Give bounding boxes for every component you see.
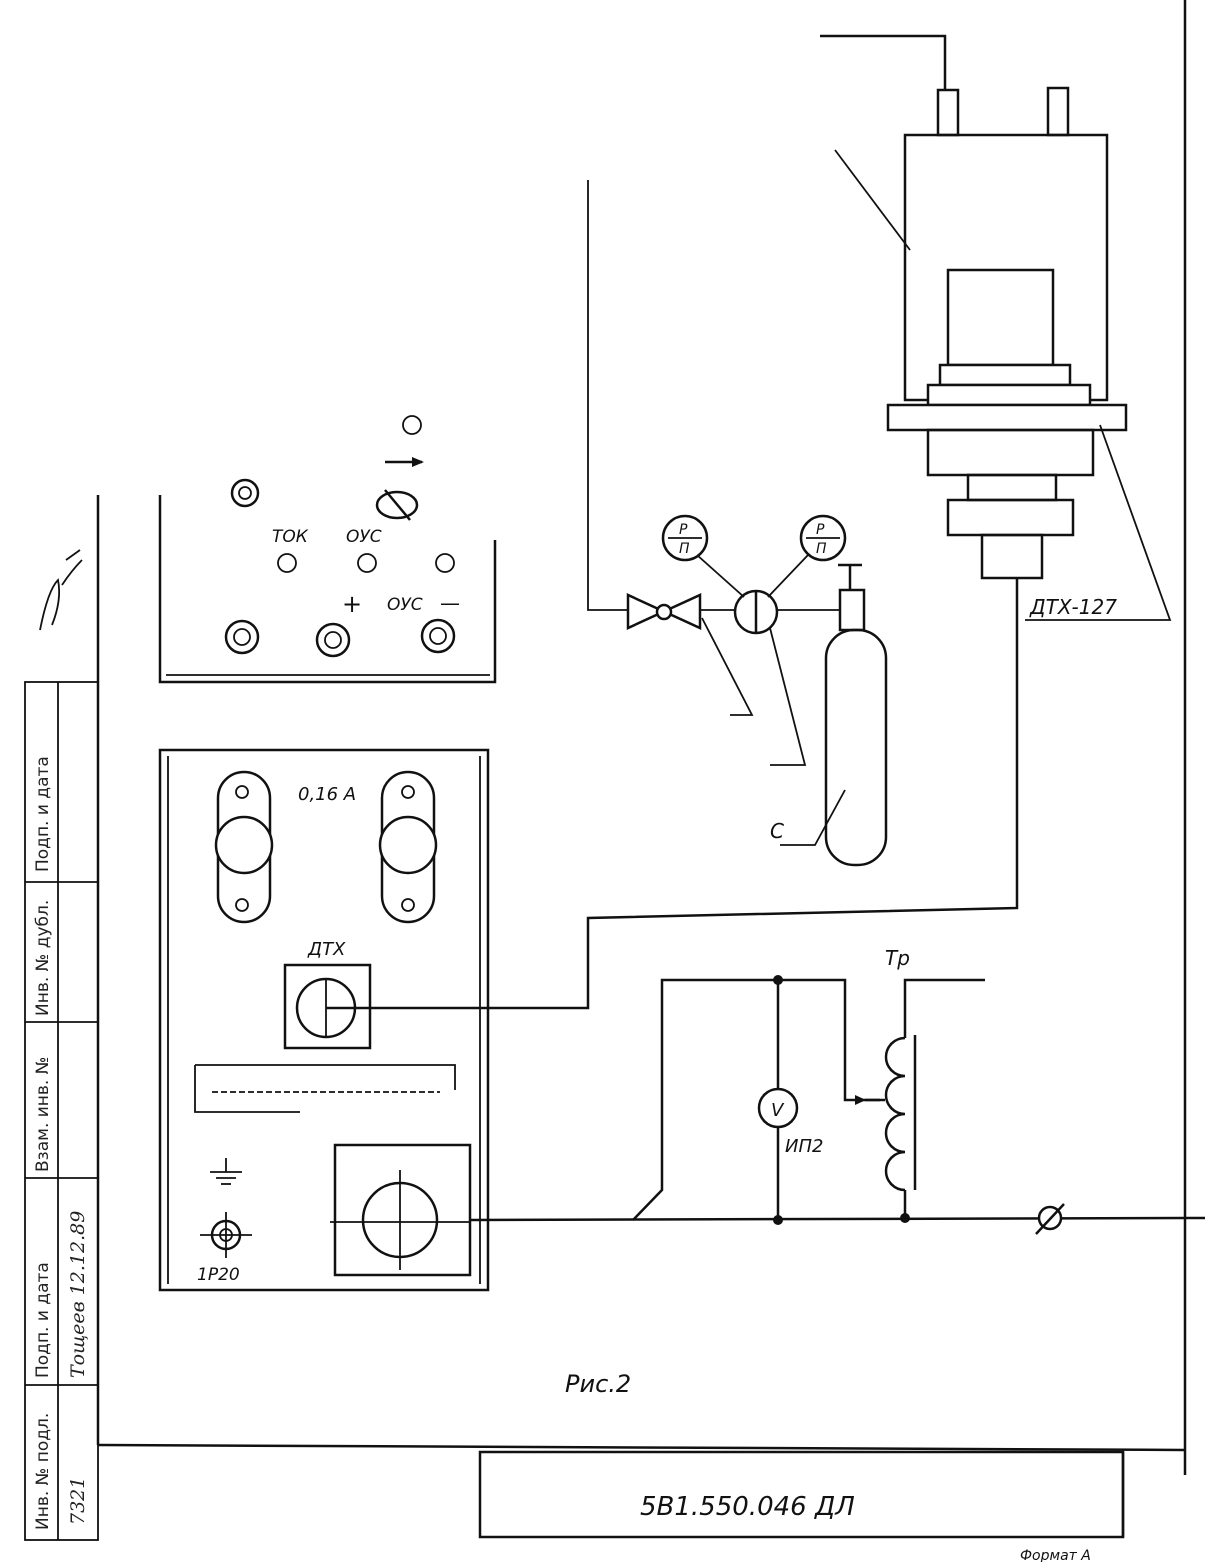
stamp-inv-number: 7321 xyxy=(67,1477,89,1525)
stamp-inv-podl: Инв. № подл. xyxy=(33,1413,53,1530)
terminal-left-icon xyxy=(224,619,260,655)
fuse-holder-right-icon xyxy=(378,770,438,924)
label-ous-bottom: ОУС xyxy=(387,595,423,615)
valve-icon xyxy=(626,593,702,630)
label-dtk: ДТХ xyxy=(307,939,346,960)
doc-number: 5В1.550.046 ДЛ xyxy=(640,1492,855,1522)
upper-panel: ТОК ОУС + ОУС — xyxy=(158,415,497,684)
stamp-podp-data-1: Подп. и дата xyxy=(33,756,53,872)
terminal-plus-icon xyxy=(315,622,351,658)
dtk-connector-icon xyxy=(283,963,372,1050)
label-cylinder: С xyxy=(770,819,784,843)
lower-panel: 0,16 А ДТХ 1Р20 xyxy=(158,748,490,1292)
stamp-podp-data-2: Подп. и дата xyxy=(33,1262,53,1378)
main-connector-icon xyxy=(333,1143,472,1277)
label-fuse-rating: 0,16 А xyxy=(298,784,356,805)
sensor-dtk127-icon xyxy=(834,86,1172,621)
label-transformer: Тр xyxy=(885,946,910,970)
lamp-ous-icon xyxy=(357,553,377,573)
gauge-left-top: Р xyxy=(679,522,688,538)
leader-lines xyxy=(701,617,846,846)
gauge-right-top: Р xyxy=(816,522,825,538)
wiring xyxy=(326,34,1205,1225)
toggle-switch-icon xyxy=(375,490,419,520)
side-stamp: Подп. и дата Инв. № дубл. Взам. инв. № П… xyxy=(24,549,99,1541)
label-ip2: ИП2 xyxy=(785,1136,823,1157)
figure-caption: Рис.2 xyxy=(565,1370,631,1398)
transformer-icon xyxy=(855,978,985,1218)
stamp-vzam-inv: Взам. инв. № xyxy=(33,1057,53,1172)
gauge-right-bottom: П xyxy=(816,541,827,557)
label-minus: — xyxy=(440,591,460,615)
gas-cylinder-icon xyxy=(824,563,888,867)
voltmeter-icon: V xyxy=(757,1087,799,1129)
drawing-frame xyxy=(96,0,1187,1475)
switch-icon xyxy=(1035,1203,1065,1235)
indicator-top-icon xyxy=(402,415,422,435)
lamp-tok-icon xyxy=(277,553,297,573)
fuse-holder-left-icon xyxy=(214,770,274,924)
voltmeter-symbol: V xyxy=(771,1100,785,1121)
pressure-gauge-left-icon: Р П xyxy=(661,514,745,598)
gauge-left-bottom: П xyxy=(679,541,690,557)
pressure-gauge-right-icon: Р П xyxy=(767,514,847,598)
screw-terminal-icon xyxy=(200,1212,252,1258)
label-plus: + xyxy=(342,590,362,618)
format-stamp: Формат А xyxy=(1020,1548,1091,1562)
stamp-inv-dubl: Инв. № дубл. xyxy=(33,900,53,1016)
title-block: 5В1.550.046 ДЛ Формат А xyxy=(478,1450,1125,1562)
terminal-minus-icon xyxy=(420,618,456,654)
ground-icon xyxy=(210,1158,242,1185)
label-dtk127: ДТХ-127 xyxy=(1029,595,1117,619)
three-way-tap-icon xyxy=(733,589,779,635)
label-ous-top: ОУС xyxy=(346,527,382,547)
label-connector: 1Р20 xyxy=(197,1265,240,1285)
label-tok: ТОК xyxy=(272,527,309,547)
stamp-signature-date: Тощеев 12.12.89 xyxy=(67,1211,89,1378)
lamp-right-icon xyxy=(435,553,455,573)
knob-left-icon xyxy=(230,478,260,508)
